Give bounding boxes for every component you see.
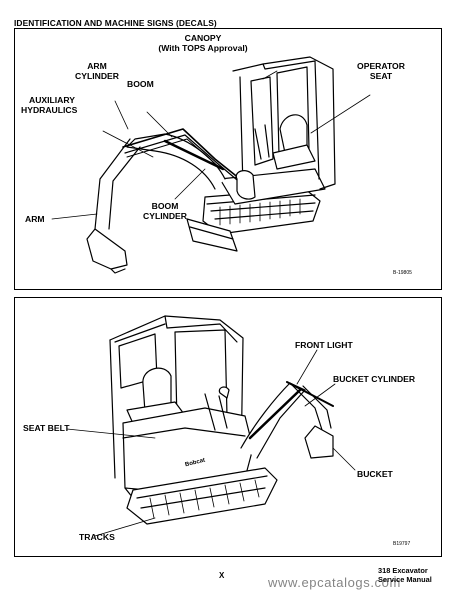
label-canopy: CANOPY xyxy=(184,33,222,43)
label-operator-seat: OPERATOR xyxy=(357,61,405,71)
label-canopy-note: (With TOPS Approval) xyxy=(158,43,248,53)
figure-excavator-side-view: CANOPY (With TOPS Approval) OPERATOR SEA… xyxy=(14,28,442,290)
label-auxiliary-hydraulics-2: HYDRAULICS xyxy=(21,105,78,115)
figure-excavator-rear-view: FRONT LIGHT BUCKET CYLINDER SEAT BELT BU… xyxy=(14,297,442,557)
label-front-light: FRONT LIGHT xyxy=(295,340,353,350)
figure-id-2: B19797 xyxy=(393,541,411,547)
label-boom-cylinder-2: CYLINDER xyxy=(143,211,187,221)
figure-id: B-19805 xyxy=(393,270,412,276)
label-boom-cylinder: BOOM xyxy=(151,201,179,211)
label-operator-seat-2: SEAT xyxy=(369,71,393,81)
page-number: X xyxy=(219,571,225,580)
label-seat-belt: SEAT BELT xyxy=(23,423,70,433)
label-tracks: TRACKS xyxy=(79,532,115,542)
label-arm-cylinder: ARM xyxy=(87,61,107,71)
excavator-drawing-1 xyxy=(51,56,371,274)
footer-model: 318 Excavator xyxy=(378,566,428,575)
excavator-drawing-2 xyxy=(66,315,356,537)
label-arm: ARM xyxy=(25,214,45,224)
watermark: www.epcatalogs.com xyxy=(268,575,401,590)
label-bucket: BUCKET xyxy=(357,469,393,479)
label-auxiliary-hydraulics: AUXILIARY xyxy=(29,95,75,105)
label-boom: BOOM xyxy=(127,79,154,89)
footer-manual: Service Manual xyxy=(378,575,432,584)
label-arm-cylinder-2: CYLINDER xyxy=(75,71,119,81)
page-title: IDENTIFICATION AND MACHINE SIGNS (DECALS… xyxy=(14,18,217,28)
label-bucket-cylinder: BUCKET CYLINDER xyxy=(333,374,416,384)
